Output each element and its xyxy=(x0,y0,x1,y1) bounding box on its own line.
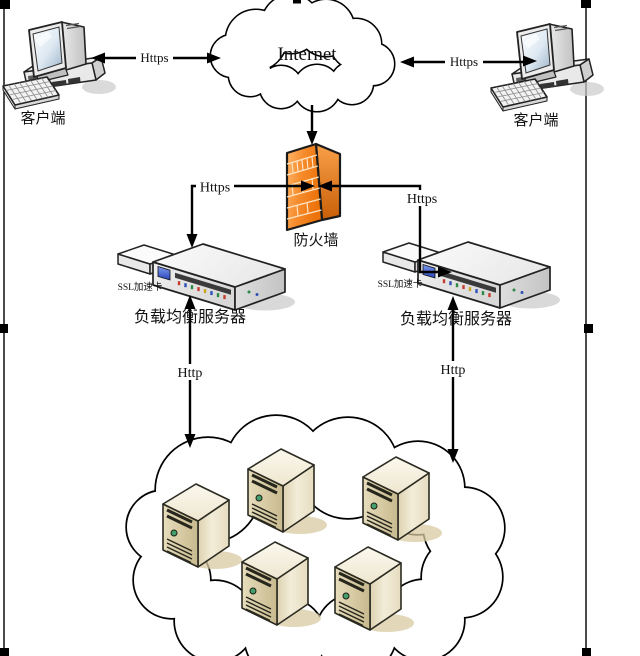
handle-bottom-middle xyxy=(289,649,297,656)
handle-bottom-right xyxy=(582,648,591,656)
arrowhead-down xyxy=(447,449,459,463)
arrowhead-down xyxy=(184,434,196,448)
handle-bottom-left xyxy=(0,648,9,656)
firewall-to-lb-left-line xyxy=(190,184,303,240)
arrowhead-left xyxy=(91,52,105,64)
connection-lines xyxy=(103,56,525,455)
client-computer-right xyxy=(490,23,605,112)
ssl-card-right-label: SSL加速卡 xyxy=(378,278,423,290)
firewall-label: 防火墙 xyxy=(293,232,338,249)
arrowhead-up xyxy=(447,296,459,310)
arrowhead-right xyxy=(207,52,221,64)
arrowhead-down xyxy=(306,131,318,145)
lb-left-label: 负载均衡服务器 xyxy=(134,308,246,326)
handle-top-left xyxy=(0,0,10,9)
arrowhead-up xyxy=(184,295,196,309)
firewall-to-lb-right-line xyxy=(330,184,440,274)
load-balancer-left xyxy=(117,242,297,312)
tower-server-4 xyxy=(240,540,323,629)
arrowhead-left xyxy=(400,56,414,68)
https-label-lb-right: Https xyxy=(407,192,437,207)
arrowhead-right xyxy=(438,266,452,278)
arrowhead-right xyxy=(301,180,315,192)
selection-handles[interactable] xyxy=(0,0,593,656)
https-label-client-left: Https xyxy=(140,50,168,65)
arrowhead-down xyxy=(186,234,198,248)
handle-top-middle xyxy=(293,0,301,4)
load-balancer-right xyxy=(382,240,562,310)
client-left-label: 客户端 xyxy=(20,110,65,127)
http-label-left: Http xyxy=(178,366,203,381)
arrowhead-right xyxy=(523,55,537,67)
internet-cloud: Internet xyxy=(209,0,396,113)
internet-label: Internet xyxy=(277,44,337,65)
https-label-lb-left: Https xyxy=(200,181,230,196)
http-label-right: Http xyxy=(441,363,466,378)
ssl-card-left-label: SSL加速卡 xyxy=(118,281,163,293)
https-label-client-right: Https xyxy=(450,54,478,69)
handle-middle-right xyxy=(584,324,593,333)
handle-top-right xyxy=(581,0,591,8)
lb-right-label: 负载均衡服务器 xyxy=(400,310,512,328)
arrow-heads xyxy=(91,52,537,463)
arrowhead-left xyxy=(318,180,332,192)
handle-middle-left xyxy=(0,324,8,333)
client-computer-left xyxy=(2,21,117,110)
link-labels: Https Https Https Https Http Http xyxy=(136,50,483,381)
client-right-label: 客户端 xyxy=(513,112,558,129)
